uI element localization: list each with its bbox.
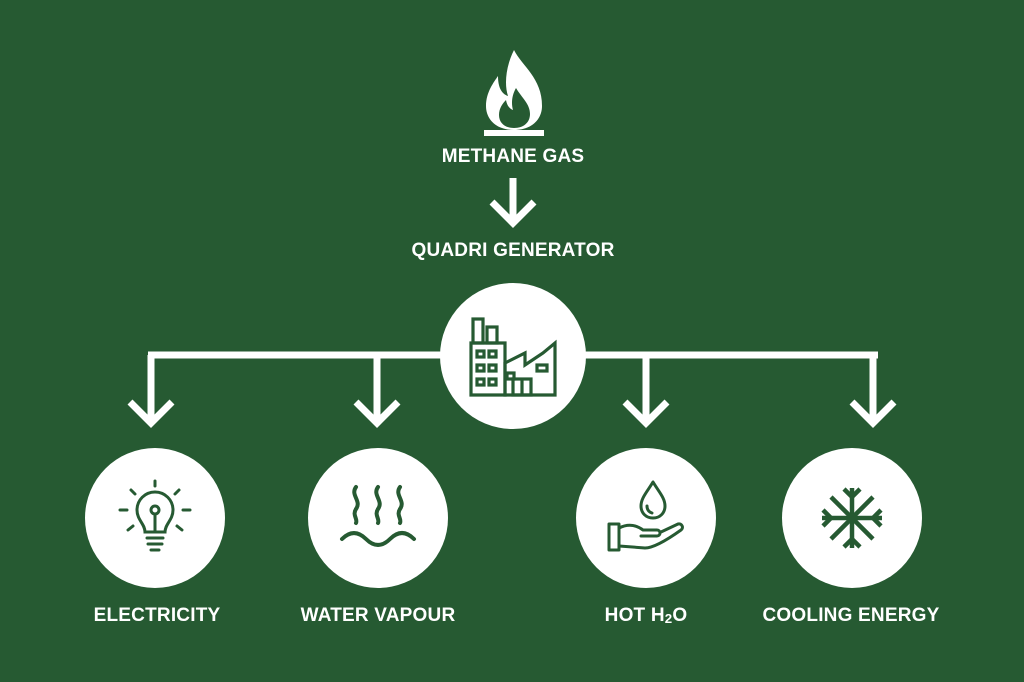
electricity-node bbox=[85, 448, 225, 588]
lightbulb-icon bbox=[118, 479, 192, 552]
arrowhead-electricity bbox=[127, 399, 175, 428]
factory-icon bbox=[469, 317, 557, 397]
hot-h2o-label: HOT H2O bbox=[605, 605, 688, 627]
hand-water-drop-icon bbox=[607, 480, 684, 552]
hot-water-node bbox=[576, 448, 716, 588]
hot-h2o-label-main: HOT H bbox=[604, 605, 665, 626]
quadri-generator-label: QUADRI GENERATOR bbox=[411, 240, 615, 261]
steam-icon bbox=[340, 485, 416, 547]
cooling-energy-label: COOLING ENERGY bbox=[762, 605, 940, 626]
arrowhead-water-vapour bbox=[353, 399, 401, 428]
cooling-energy-node bbox=[782, 448, 922, 588]
methane-gas-label: METHANE GAS bbox=[441, 146, 585, 167]
hot-h2o-label-end: O bbox=[672, 605, 688, 626]
arrowhead-cooling bbox=[849, 399, 897, 428]
water-vapour-label: WATER VAPOUR bbox=[300, 605, 456, 626]
generator-node bbox=[440, 283, 586, 429]
electricity-label: ELECTRICITY bbox=[93, 605, 221, 626]
arrowhead-methane bbox=[489, 199, 537, 228]
flame-icon bbox=[484, 50, 544, 136]
arrowhead-hot-water bbox=[622, 399, 670, 428]
hot-h2o-label-sub: 2 bbox=[664, 610, 673, 626]
snowflake-icon bbox=[821, 487, 883, 549]
water-vapour-node bbox=[308, 448, 448, 588]
